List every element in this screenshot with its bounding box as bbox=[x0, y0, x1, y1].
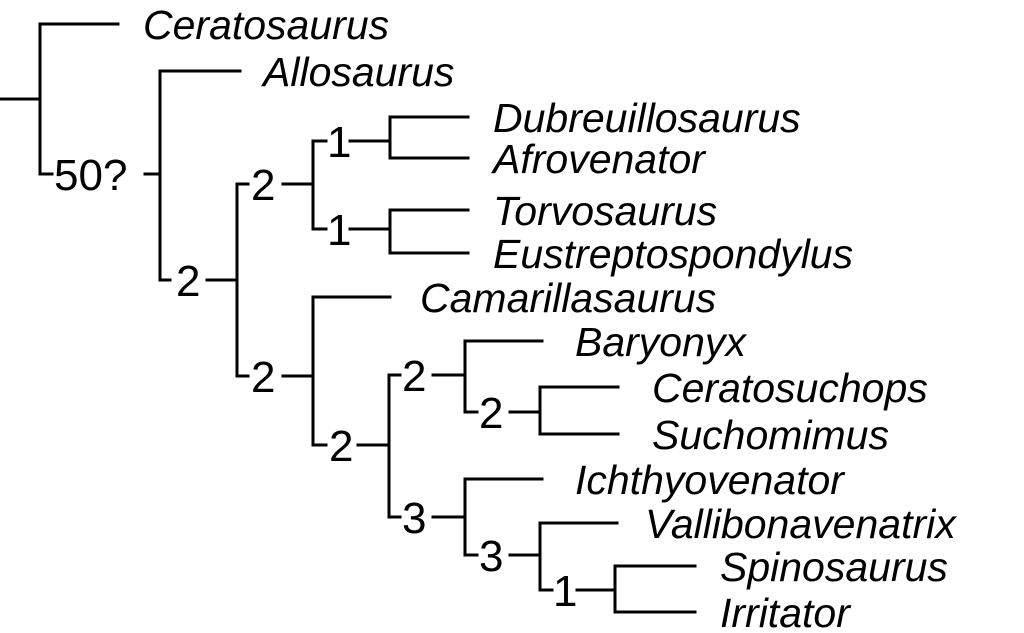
node-support-label: 2 bbox=[402, 352, 426, 401]
branch-node-afrovenatorinae bbox=[311, 115, 470, 160]
branch-node-spinosauridae bbox=[235, 295, 392, 447]
branch-node-spinosaurinae bbox=[387, 477, 544, 557]
root-branch bbox=[0, 22, 42, 176]
taxon-ichthyovenator: Ichthyovenator bbox=[575, 457, 846, 503]
taxon-camarillasaurus: Camarillasaurus bbox=[420, 275, 716, 321]
node-support-label: 2 bbox=[176, 257, 200, 306]
node-support-label: 2 bbox=[251, 161, 275, 210]
taxon-ceratosuchops: Ceratosuchops bbox=[652, 365, 928, 411]
taxon-allosaurus: Allosaurus bbox=[260, 49, 454, 95]
node-support-label: 1 bbox=[327, 118, 351, 167]
branch-node-megalosauroidea bbox=[158, 182, 239, 378]
branch-node-baryonychinae bbox=[387, 339, 544, 414]
node-support-label: 3 bbox=[479, 532, 503, 581]
branch-node-ceratosuchopsini bbox=[463, 385, 620, 436]
node-support-label: 3 bbox=[402, 494, 426, 543]
node-support-label: 2 bbox=[251, 353, 275, 402]
taxon-labels: Ceratosaurus Allosaurus Dubreuillosaurus… bbox=[143, 2, 957, 633]
taxon-baryonyx: Baryonyx bbox=[575, 319, 747, 365]
branch-node-spinosaurini bbox=[538, 564, 697, 614]
taxon-vallibonavenatrix: Vallibonavenatrix bbox=[645, 501, 957, 547]
branches bbox=[0, 22, 697, 614]
taxon-afrovenator: Afrovenator bbox=[490, 136, 707, 182]
taxon-spinosaurus: Spinosaurus bbox=[720, 544, 948, 590]
node-support-label-ceratosuchopsini: 2 bbox=[479, 389, 503, 438]
node-support-label: 1 bbox=[553, 567, 577, 616]
node-support-label: 2 bbox=[329, 422, 353, 471]
node-support-label: 50? bbox=[54, 151, 127, 200]
branch-node-50 bbox=[38, 69, 162, 282]
branch-node-spinosaurinae-inner bbox=[463, 521, 619, 592]
taxon-torvosaurus: Torvosaurus bbox=[493, 188, 717, 234]
node-support-label: 1 bbox=[327, 206, 351, 255]
taxon-dubreuillosaurus: Dubreuillosaurus bbox=[493, 95, 801, 141]
branch-node-megalosaurinae bbox=[311, 208, 470, 255]
taxon-suchomimus: Suchomimus bbox=[652, 412, 889, 458]
branch-node-megalosauridae bbox=[235, 139, 315, 231]
taxon-ceratosaurus: Ceratosaurus bbox=[143, 2, 389, 48]
node-support-labels: 50? 2 2 1 1 2 2 2 3 3 1 bbox=[54, 118, 577, 616]
branch-node-spinosaurids-core bbox=[311, 373, 391, 519]
taxon-irritator: Irritator bbox=[720, 590, 852, 633]
taxon-eustreptospondylus: Eustreptospondylus bbox=[493, 231, 853, 277]
